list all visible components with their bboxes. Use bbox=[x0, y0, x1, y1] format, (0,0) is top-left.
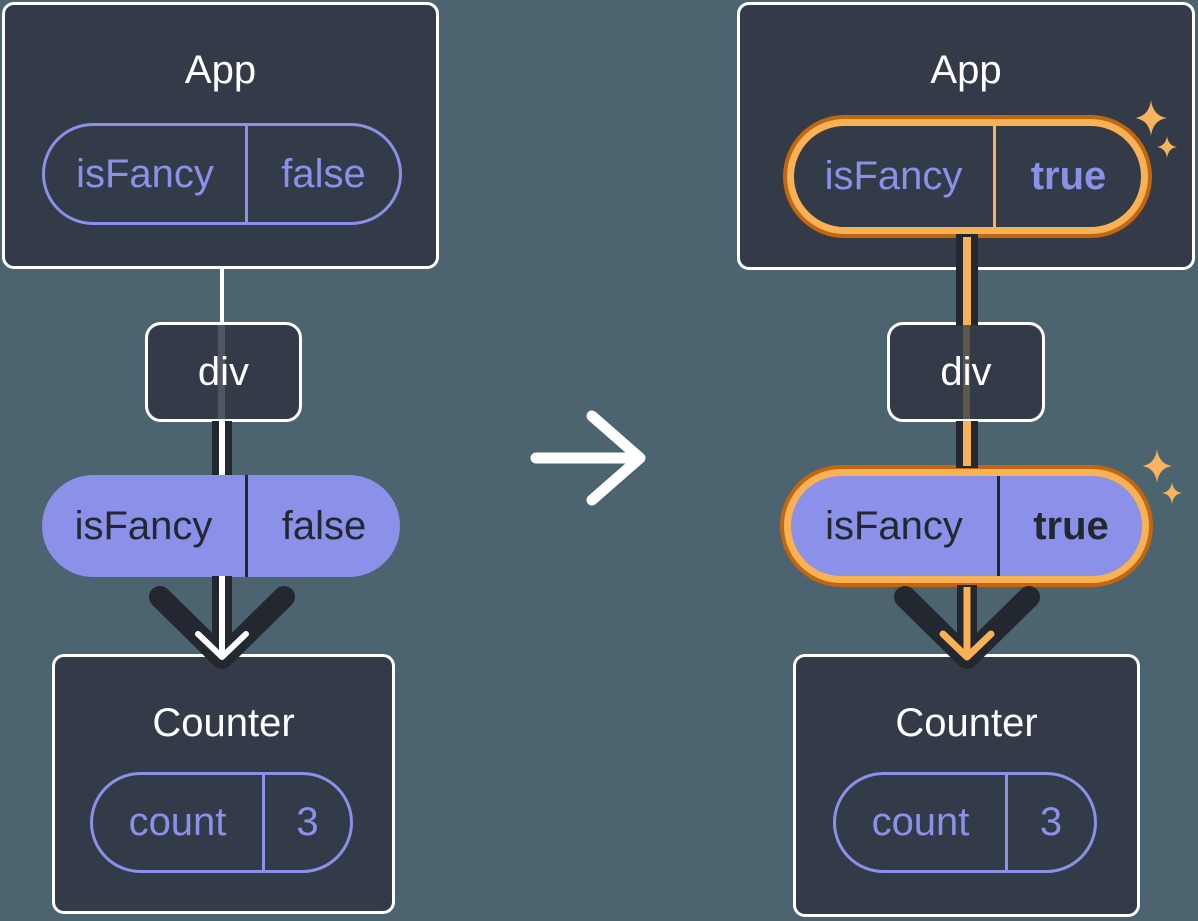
prop-name-label: isFancy bbox=[42, 475, 248, 577]
pass-through-line bbox=[963, 325, 970, 419]
app-title: App bbox=[184, 48, 257, 92]
counter-component-card: Counter count 3 bbox=[52, 654, 395, 914]
div-label: div bbox=[940, 349, 992, 394]
prop-name-label: isFancy bbox=[45, 126, 248, 222]
after-connectors bbox=[894, 234, 1040, 669]
counter-state-pill: count 3 bbox=[90, 772, 353, 873]
div-element-card: div bbox=[145, 322, 302, 422]
div-element-card: div bbox=[887, 322, 1045, 422]
state-value-label: 3 bbox=[1039, 800, 1063, 844]
app-title: App bbox=[930, 48, 1002, 92]
app-component-card: App isFancy false bbox=[2, 2, 439, 269]
prop-value-label: true bbox=[1030, 154, 1107, 198]
pass-through-line bbox=[218, 325, 225, 419]
counter-title: Counter bbox=[152, 701, 295, 745]
prop-value-label: false bbox=[281, 151, 366, 196]
counter-component-card: Counter count 3 bbox=[793, 654, 1140, 917]
counter-state-pill: count 3 bbox=[833, 772, 1097, 873]
prop-name-label: isFancy bbox=[794, 126, 996, 227]
passed-prop-pill-highlighted: isFancy true bbox=[784, 469, 1149, 583]
sparkle-icon bbox=[1162, 482, 1182, 504]
prop-to-counter-arrowhead-outline bbox=[894, 586, 1040, 669]
app-prop-pill-highlighted: isFancy true bbox=[787, 119, 1148, 234]
state-value-label: 3 bbox=[296, 800, 319, 844]
state-name-label: count bbox=[93, 775, 265, 870]
sparkle-icon bbox=[1142, 449, 1172, 483]
passed-prop-pill: isFancy false bbox=[42, 475, 400, 577]
state-name-label: count bbox=[836, 775, 1008, 870]
div-label: div bbox=[197, 349, 250, 394]
counter-title: Counter bbox=[895, 701, 1038, 745]
prop-value-label: false bbox=[281, 503, 367, 548]
transition-arrow-icon bbox=[530, 410, 646, 506]
prop-name-label: isFancy bbox=[791, 476, 1000, 576]
app-prop-pill: isFancy false bbox=[42, 123, 402, 225]
prop-to-counter-arrowhead-outline bbox=[149, 586, 295, 669]
prop-value-label: true bbox=[1033, 503, 1109, 548]
app-component-card: App isFancy true bbox=[737, 2, 1195, 270]
